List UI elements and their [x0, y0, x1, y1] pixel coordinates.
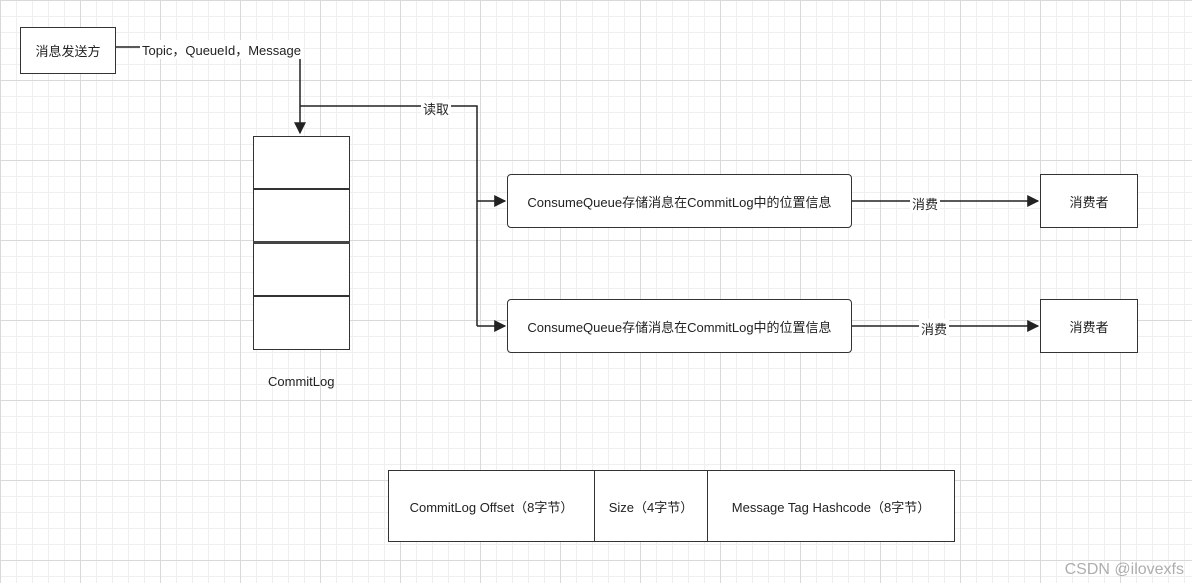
consume-queue-node: ConsumeQueue存储消息在CommitLog中的位置信息 — [507, 174, 852, 228]
consume-queue-label: ConsumeQueue存储消息在CommitLog中的位置信息 — [527, 194, 832, 210]
commitlog-cell — [253, 189, 350, 243]
commitlog-cell — [253, 243, 350, 296]
entry-field-tag-hashcode: Message Tag Hashcode（8字节） — [707, 471, 954, 541]
consume-queue-node: ConsumeQueue存储消息在CommitLog中的位置信息 — [507, 299, 852, 353]
entry-structure: CommitLog Offset（8字节） Size（4字节） Message … — [388, 470, 955, 542]
consumer-label: 消费者 — [1069, 194, 1109, 210]
send-edge-label: Topic，QueueId，Message — [140, 40, 303, 59]
send-connector — [116, 46, 306, 135]
consume-edge-label: 消费 — [919, 319, 950, 338]
watermark: CSDN @ilovexfs — [1064, 561, 1184, 578]
commitlog-cell — [253, 296, 350, 350]
producer-label: 消息发送方 — [35, 44, 101, 59]
consume-queue-label: ConsumeQueue存储消息在CommitLog中的位置信息 — [527, 319, 832, 335]
commitlog-cell — [253, 136, 350, 189]
producer-node: 消息发送方 — [20, 27, 116, 74]
read-edge-label: 读取 — [421, 99, 452, 118]
consumer-node: 消费者 — [1040, 174, 1138, 228]
read-connector — [300, 105, 478, 326]
commitlog-divider — [253, 241, 350, 244]
consumer-node: 消费者 — [1040, 299, 1138, 353]
entry-field-offset: CommitLog Offset（8字节） — [409, 499, 574, 515]
entry-field-size: Size（4字节） — [594, 471, 707, 541]
commitlog-label: CommitLog — [268, 374, 335, 389]
consume-edge-label: 消费 — [910, 194, 941, 213]
consumer-label: 消费者 — [1069, 319, 1109, 335]
